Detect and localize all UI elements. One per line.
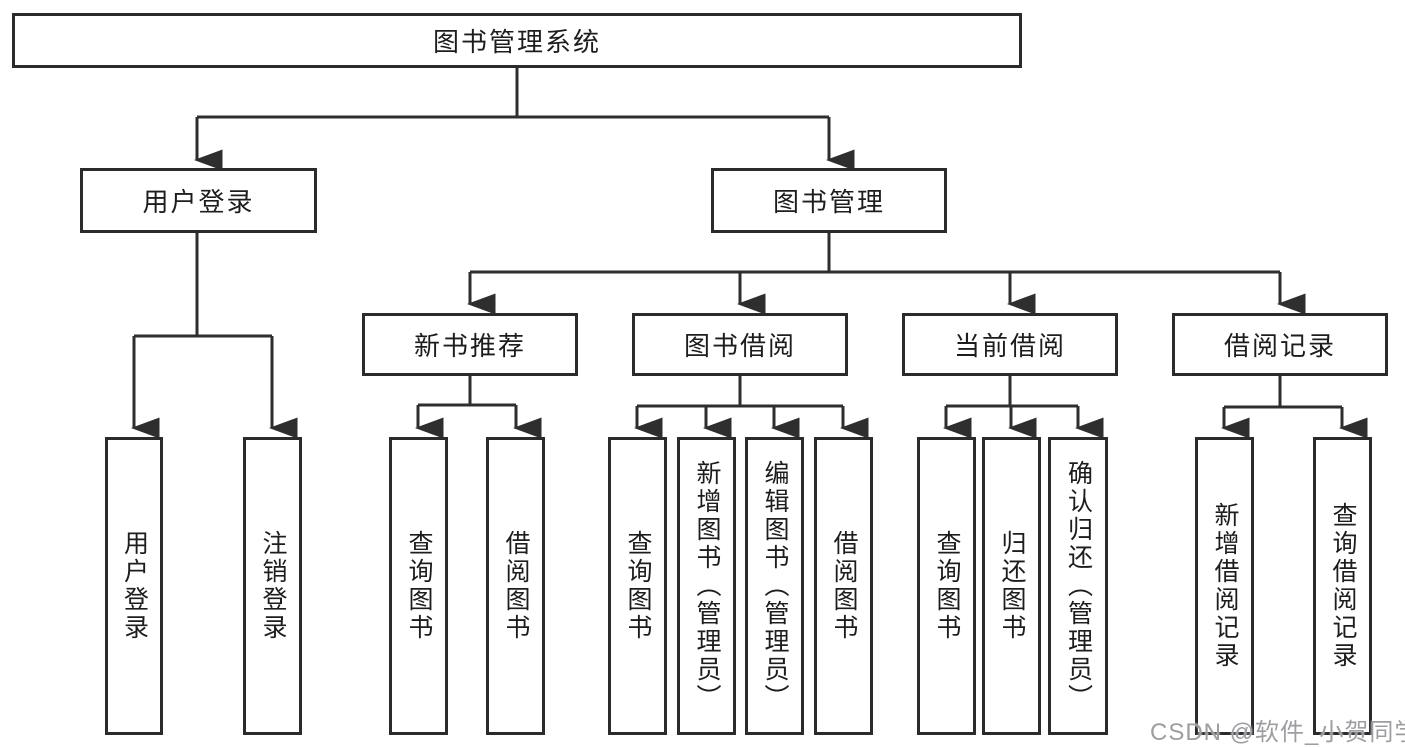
connector-borrow-records-to-leaves: [1221, 376, 1368, 439]
connector-book-management-to-level3: [467, 233, 1306, 315]
node-label: 图书管理: [772, 187, 885, 217]
node-label: 新增图书（管理员）: [693, 460, 721, 712]
node-leaf-add-borrow-record: 新增借阅记录: [1195, 437, 1254, 735]
node-borrow-records: 借阅记录: [1172, 313, 1388, 376]
node-label: 归还图书: [998, 530, 1026, 642]
node-leaf-user-login: 用户登录: [105, 437, 163, 735]
node-label: 借阅图书: [502, 530, 530, 642]
node-current-borrow: 当前借阅: [902, 313, 1118, 376]
node-label: 用户登录: [120, 530, 149, 642]
node-label: 借阅记录: [1223, 331, 1336, 361]
node-label: 当前借阅: [953, 331, 1066, 361]
node-label: 新书推荐: [413, 331, 526, 361]
node-new-book-recommend: 新书推荐: [362, 313, 578, 376]
node-label: 编辑图书（管理员）: [761, 460, 789, 712]
node-leaf-edit-books-admin: 编辑图书（管理员）: [745, 437, 804, 735]
node-label: 用户登录: [142, 187, 255, 217]
node-leaf-query-borrow-record: 查询借阅记录: [1313, 437, 1372, 735]
node-leaf-confirm-return-admin: 确认归还（管理员）: [1048, 437, 1108, 735]
connector-user-login-to-leaves: [131, 233, 298, 439]
node-leaf-borrow-books-recommend: 借阅图书: [486, 437, 545, 735]
node-label: 确认归还（管理员）: [1064, 460, 1093, 712]
node-label: 图书管理系统: [432, 27, 601, 57]
node-leaf-borrow-books: 借阅图书: [814, 437, 873, 735]
csdn-watermark: CSDN @软件_小贺同学: [1150, 719, 1405, 746]
node-label: 查询图书: [405, 530, 433, 642]
node-label: 查询图书: [624, 530, 652, 642]
node-label: 新增借阅记录: [1211, 502, 1239, 670]
node-user-login: 用户登录: [80, 168, 317, 233]
connector-new-book-recommend-to-leaves: [415, 376, 542, 439]
node-label: 查询图书: [933, 530, 961, 642]
node-leaf-logout-login: 注销登录: [243, 437, 302, 735]
node-leaf-return-books: 归还图书: [982, 437, 1041, 735]
connector-book-borrow-to-leaves: [634, 376, 869, 439]
node-leaf-add-books-admin: 新增图书（管理员）: [677, 437, 736, 735]
node-leaf-query-books-current: 查询图书: [917, 437, 976, 735]
node-leaf-query-books-recommend: 查询图书: [389, 437, 448, 735]
connector-current-borrow-to-leaves: [943, 376, 1104, 439]
node-leaf-query-books-borrow: 查询图书: [608, 437, 667, 735]
node-book-management: 图书管理: [711, 168, 947, 233]
node-label: 图书借阅: [683, 331, 796, 361]
connector-root-to-level2: [194, 68, 855, 171]
node-label: 查询借阅记录: [1329, 502, 1357, 670]
node-label: 借阅图书: [830, 530, 858, 642]
node-root: 图书管理系统: [12, 13, 1022, 68]
node-book-borrow: 图书借阅: [632, 313, 848, 376]
node-label: 注销登录: [259, 530, 287, 642]
